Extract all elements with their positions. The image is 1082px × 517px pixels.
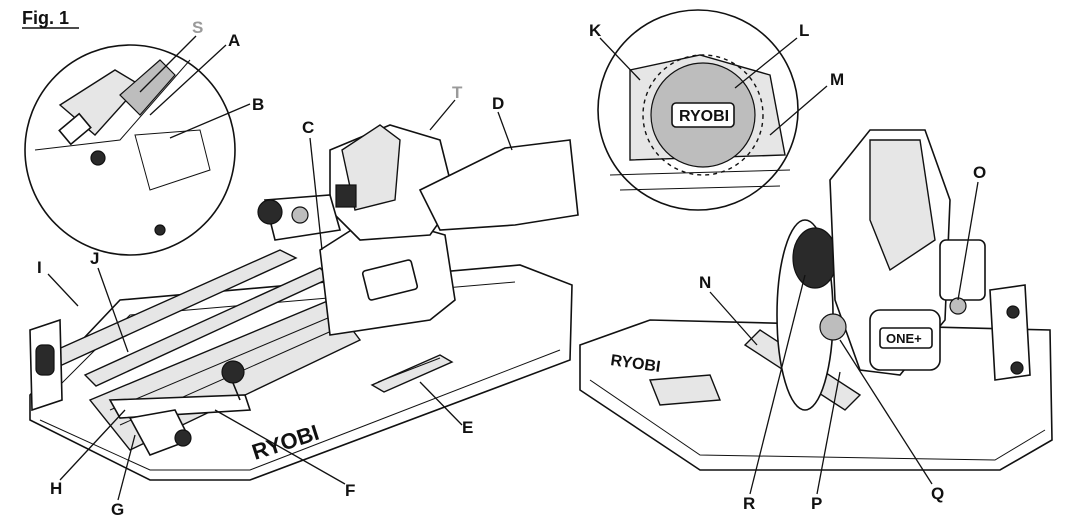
figure-title: Fig. 1 xyxy=(22,8,69,28)
blade-logo: RYOBI xyxy=(679,108,729,125)
knob xyxy=(221,360,245,384)
guide-f xyxy=(108,394,252,419)
callout-o: O xyxy=(973,163,986,182)
callout-j: J xyxy=(90,249,99,268)
callout-l: L xyxy=(799,21,809,40)
right-saw-view: RYOBI ONE+ RYOBI xyxy=(579,9,1053,471)
callout-n: N xyxy=(699,273,711,292)
left-saw-view: RYOBI xyxy=(24,44,579,481)
callout-m: M xyxy=(830,70,844,89)
callout-p: P xyxy=(811,494,822,513)
callout-r: R xyxy=(743,494,755,513)
callout-e: E xyxy=(462,418,473,437)
slot-e xyxy=(370,354,454,393)
handle-d xyxy=(418,139,579,231)
callout-c: C xyxy=(302,118,314,137)
callout-s: S xyxy=(192,18,203,37)
callout-g: G xyxy=(111,500,124,517)
callout-q: Q xyxy=(931,484,944,503)
callout-k: K xyxy=(589,21,602,40)
callouts: S A B T C D I J E F H G K xyxy=(37,18,986,517)
knob-q xyxy=(819,313,847,341)
callout-t: T xyxy=(452,83,463,102)
right-end xyxy=(989,284,1031,381)
callout-a: A xyxy=(228,31,240,50)
callout-h: H xyxy=(50,479,62,498)
right-base-logo: RYOBI xyxy=(609,352,661,376)
callout-b: B xyxy=(252,95,264,114)
guard-window xyxy=(361,259,419,301)
detail-inset-left xyxy=(24,44,236,256)
callout-f: F xyxy=(345,481,355,500)
right-battery-label: ONE+ xyxy=(886,331,922,346)
right-slot xyxy=(648,374,722,406)
callout-i: I xyxy=(37,258,42,277)
callout-d: D xyxy=(492,94,504,113)
